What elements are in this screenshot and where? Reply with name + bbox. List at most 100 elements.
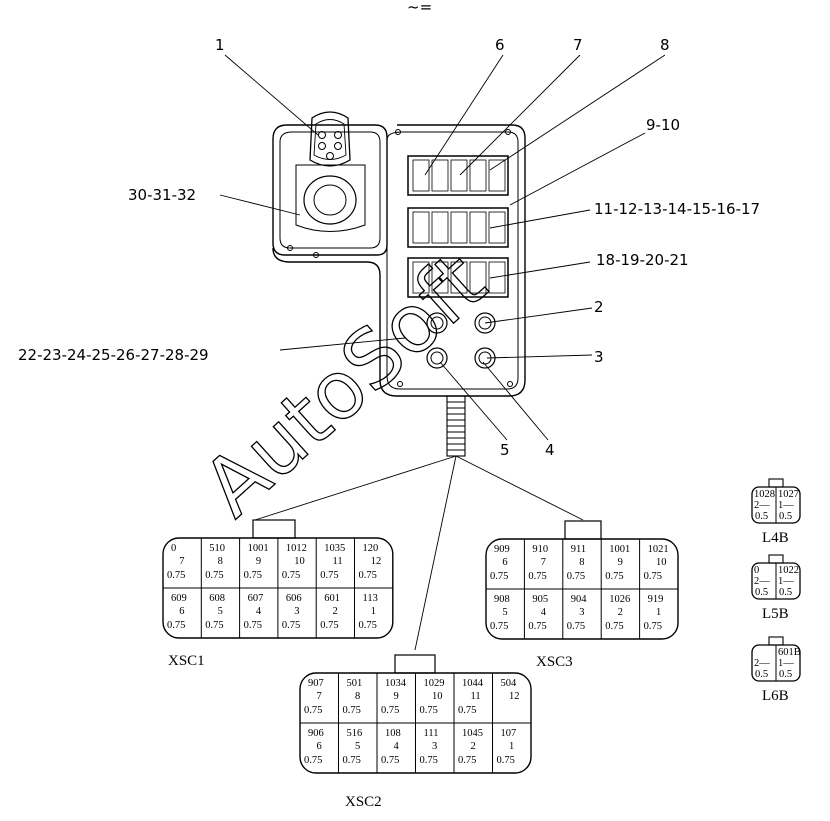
- xsc3-wire-number: 919: [648, 594, 664, 605]
- xsc2-wire-number: 1044: [462, 678, 484, 689]
- xsc1-latch: [252, 519, 296, 539]
- l6b-latch: [768, 636, 784, 646]
- xsc1-wire-number: 601: [324, 593, 340, 604]
- xsc1-wire-number: 510: [209, 543, 225, 554]
- xsc1-wire-number: 1001: [248, 543, 269, 554]
- xsc3-wire-number: 909: [494, 544, 510, 555]
- xsc2-wire-number: 907: [308, 678, 324, 689]
- xsc2-pin-number: 4: [394, 741, 400, 752]
- xsc2-wire-size: 0.75: [343, 755, 361, 766]
- xsc1-wire-size: 0.75: [167, 570, 185, 581]
- xsc1-wire-number: 608: [209, 593, 225, 604]
- xsc3-wire-size: 0.75: [528, 571, 546, 582]
- xsc3-pin-number: 5: [502, 607, 507, 618]
- l4b-wire-size: 0.5: [779, 511, 792, 522]
- xsc1-wire-size: 0.75: [359, 620, 377, 631]
- xsc3-pin-number: 4: [541, 607, 547, 618]
- xsc2-wire-size: 0.75: [381, 755, 399, 766]
- xsc2-pin-number: 1: [509, 741, 514, 752]
- xsc1-wire-number: 1035: [324, 543, 345, 554]
- l4b-label: L4B: [762, 530, 789, 546]
- l4b-pin-number: 1—: [778, 500, 794, 511]
- l5b-label: L5B: [762, 606, 789, 622]
- xsc2-wire-number: 111: [424, 728, 439, 739]
- xsc2-pin-number: 2: [471, 741, 476, 752]
- xsc3-latch: [564, 520, 602, 540]
- xsc3-wire-number: 908: [494, 594, 510, 605]
- callout-6: 6: [495, 36, 505, 54]
- xsc3-wire-size: 0.75: [528, 621, 546, 632]
- callout-7: 7: [573, 36, 583, 54]
- xsc3-connector: 90960.7591070.7591180.75100190.751021100…: [485, 520, 679, 670]
- xsc1-pin-number: 7: [179, 556, 184, 567]
- xsc1-pin-number: 8: [218, 556, 223, 567]
- xsc2-pin-number: 8: [355, 691, 360, 702]
- xsc3-wire-number: 1021: [648, 544, 669, 555]
- connector-tables: 070.7551080.75100190.751012100.751035110…: [162, 478, 801, 810]
- callout-1: 1: [215, 36, 225, 54]
- xsc2-pin-number: 5: [355, 741, 360, 752]
- callout-22-29: 22-23-24-25-26-27-28-29: [18, 346, 209, 364]
- xsc2-pin-number: 7: [317, 691, 322, 702]
- xsc3-wire-size: 0.75: [567, 571, 585, 582]
- l6b-wire-size: 0.5: [779, 669, 792, 680]
- l5b-wire-size: 0.5: [779, 587, 792, 598]
- xsc3-wire-size: 0.75: [605, 571, 623, 582]
- xsc1-wire-number: 113: [363, 593, 378, 604]
- l5b-pin-number: 2—: [754, 576, 770, 587]
- l6b-label: L6B: [762, 688, 789, 704]
- xsc1-wire-size: 0.75: [320, 620, 338, 631]
- xsc1-label: XSC1: [168, 653, 205, 669]
- xsc2-wire-number: 1045: [462, 728, 483, 739]
- xsc2-wire-number: 504: [501, 678, 518, 689]
- xsc3-wire-size: 0.75: [605, 621, 623, 632]
- l5b-wire-size: 0.5: [755, 587, 768, 598]
- xsc2-pin-number: 9: [394, 691, 399, 702]
- callout-18-21: 18-19-20-21: [596, 251, 689, 269]
- xsc2-wire-number: 107: [501, 728, 517, 739]
- xsc1-pin-number: 12: [371, 556, 382, 567]
- l6b-wire-size: 0.5: [755, 669, 768, 680]
- xsc3-wire-size: 0.75: [490, 621, 508, 632]
- xsc1-wire-size: 0.75: [359, 570, 377, 581]
- l5b-wire-number: 1022: [778, 565, 799, 576]
- l4b-wire-number: 1028: [754, 489, 775, 500]
- callout-8: 8: [660, 36, 670, 54]
- xsc1-pin-number: 11: [333, 556, 343, 567]
- xsc2-wire-size: 0.75: [458, 705, 476, 716]
- xsc2-wire-number: 108: [385, 728, 401, 739]
- xsc1-pin-number: 1: [371, 606, 376, 617]
- xsc1-wire-number: 1012: [286, 543, 307, 554]
- xsc2-wire-size: 0.75: [343, 705, 361, 716]
- xsc2-wire-number: 1029: [424, 678, 445, 689]
- xsc1-pin-number: 4: [256, 606, 262, 617]
- xsc3-wire-size: 0.75: [567, 621, 585, 632]
- xsc1-wire-number: 0: [171, 543, 176, 554]
- xsc1-wire-number: 607: [248, 593, 264, 604]
- xsc2-wire-number: 1034: [385, 678, 407, 689]
- xsc1-wire-size: 0.75: [244, 620, 262, 631]
- xsc3-pin-number: 3: [579, 607, 584, 618]
- xsc3-wire-number: 1001: [609, 544, 630, 555]
- callout-2: 2: [594, 298, 604, 316]
- callout-9-10: 9-10: [646, 116, 680, 134]
- xsc2-label: XSC2: [345, 794, 382, 810]
- callout-30-31-32: 30-31-32: [128, 186, 196, 204]
- xsc3-wire-number: 911: [571, 544, 586, 555]
- xsc1-wire-number: 120: [363, 543, 379, 554]
- xsc1-wire-number: 606: [286, 593, 302, 604]
- xsc2-pin-number: 12: [509, 691, 520, 702]
- xsc1-wire-number: 609: [171, 593, 187, 604]
- l6b-pin-number: 1—: [778, 658, 794, 669]
- xsc3-wire-number: 905: [532, 594, 548, 605]
- xsc2-wire-size: 0.75: [304, 705, 322, 716]
- xsc3-pin-number: 8: [579, 557, 584, 568]
- xsc1-pin-number: 9: [256, 556, 261, 567]
- top-mark: ~=: [407, 0, 432, 16]
- xsc1-wire-size: 0.75: [167, 620, 185, 631]
- xsc1-connector: 070.7551080.75100190.751012100.751035110…: [162, 519, 394, 669]
